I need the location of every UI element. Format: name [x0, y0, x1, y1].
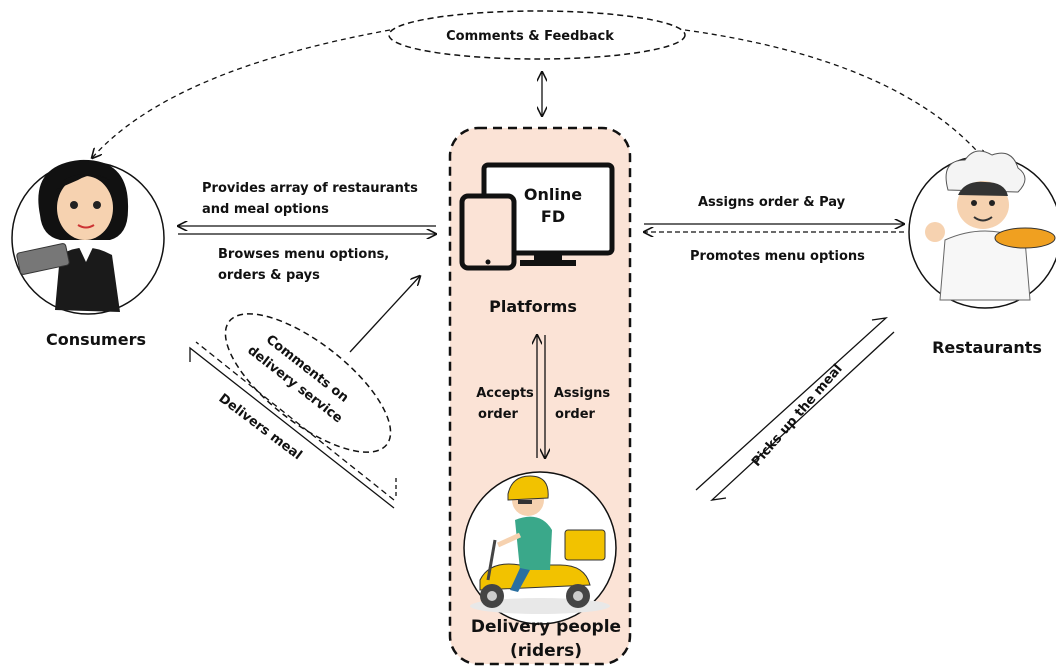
picks-up-arrow-out	[695, 317, 889, 491]
browses-label-line1: Browses menu options,	[218, 247, 389, 262]
platform-title-line1: Online	[524, 185, 582, 204]
browses-label-line2: orders & pays	[218, 268, 320, 283]
accepts-label-line2: order	[478, 407, 518, 422]
provides-label-line2: and meal options	[202, 202, 329, 217]
delivery-label-line2: (riders)	[510, 641, 582, 661]
delivers-meal-dashed-1	[195, 341, 395, 501]
feedback-arc-restaurants	[684, 29, 985, 160]
restaurant-illustration	[908, 150, 1056, 309]
accepts-label-line1: Accepts	[476, 386, 534, 401]
delivery-label-line1: Delivery people	[471, 617, 621, 637]
picks-up-label: Picks up the meal	[749, 362, 846, 470]
provides-label-line1: Provides array of restaurants	[202, 181, 418, 196]
picks-up-arrow-back	[710, 331, 895, 501]
consumers-label: Consumers	[46, 330, 146, 349]
promotes-label: Promotes menu options	[690, 249, 865, 264]
delivery-comments-ellipse	[224, 313, 392, 453]
feedback-label: Comments & Feedback	[446, 29, 614, 44]
consumer-illustration	[11, 159, 165, 315]
restaurants-label: Restaurants	[932, 338, 1042, 357]
comments-to-platform-arrow	[349, 276, 420, 353]
platform-devices-icon	[459, 162, 615, 271]
platform-title-line2: FD	[541, 207, 565, 226]
assigns-label-line2: order	[555, 407, 595, 422]
feedback-ellipse	[388, 10, 686, 60]
assigns-pay-label: Assigns order & Pay	[698, 195, 846, 210]
feedback-arc-consumers	[92, 29, 391, 158]
assigns-label-line1: Assigns	[554, 386, 611, 401]
rider-illustration	[463, 471, 617, 625]
delivers-meal-arrow	[189, 346, 395, 509]
platform-label: Platforms	[489, 297, 577, 316]
